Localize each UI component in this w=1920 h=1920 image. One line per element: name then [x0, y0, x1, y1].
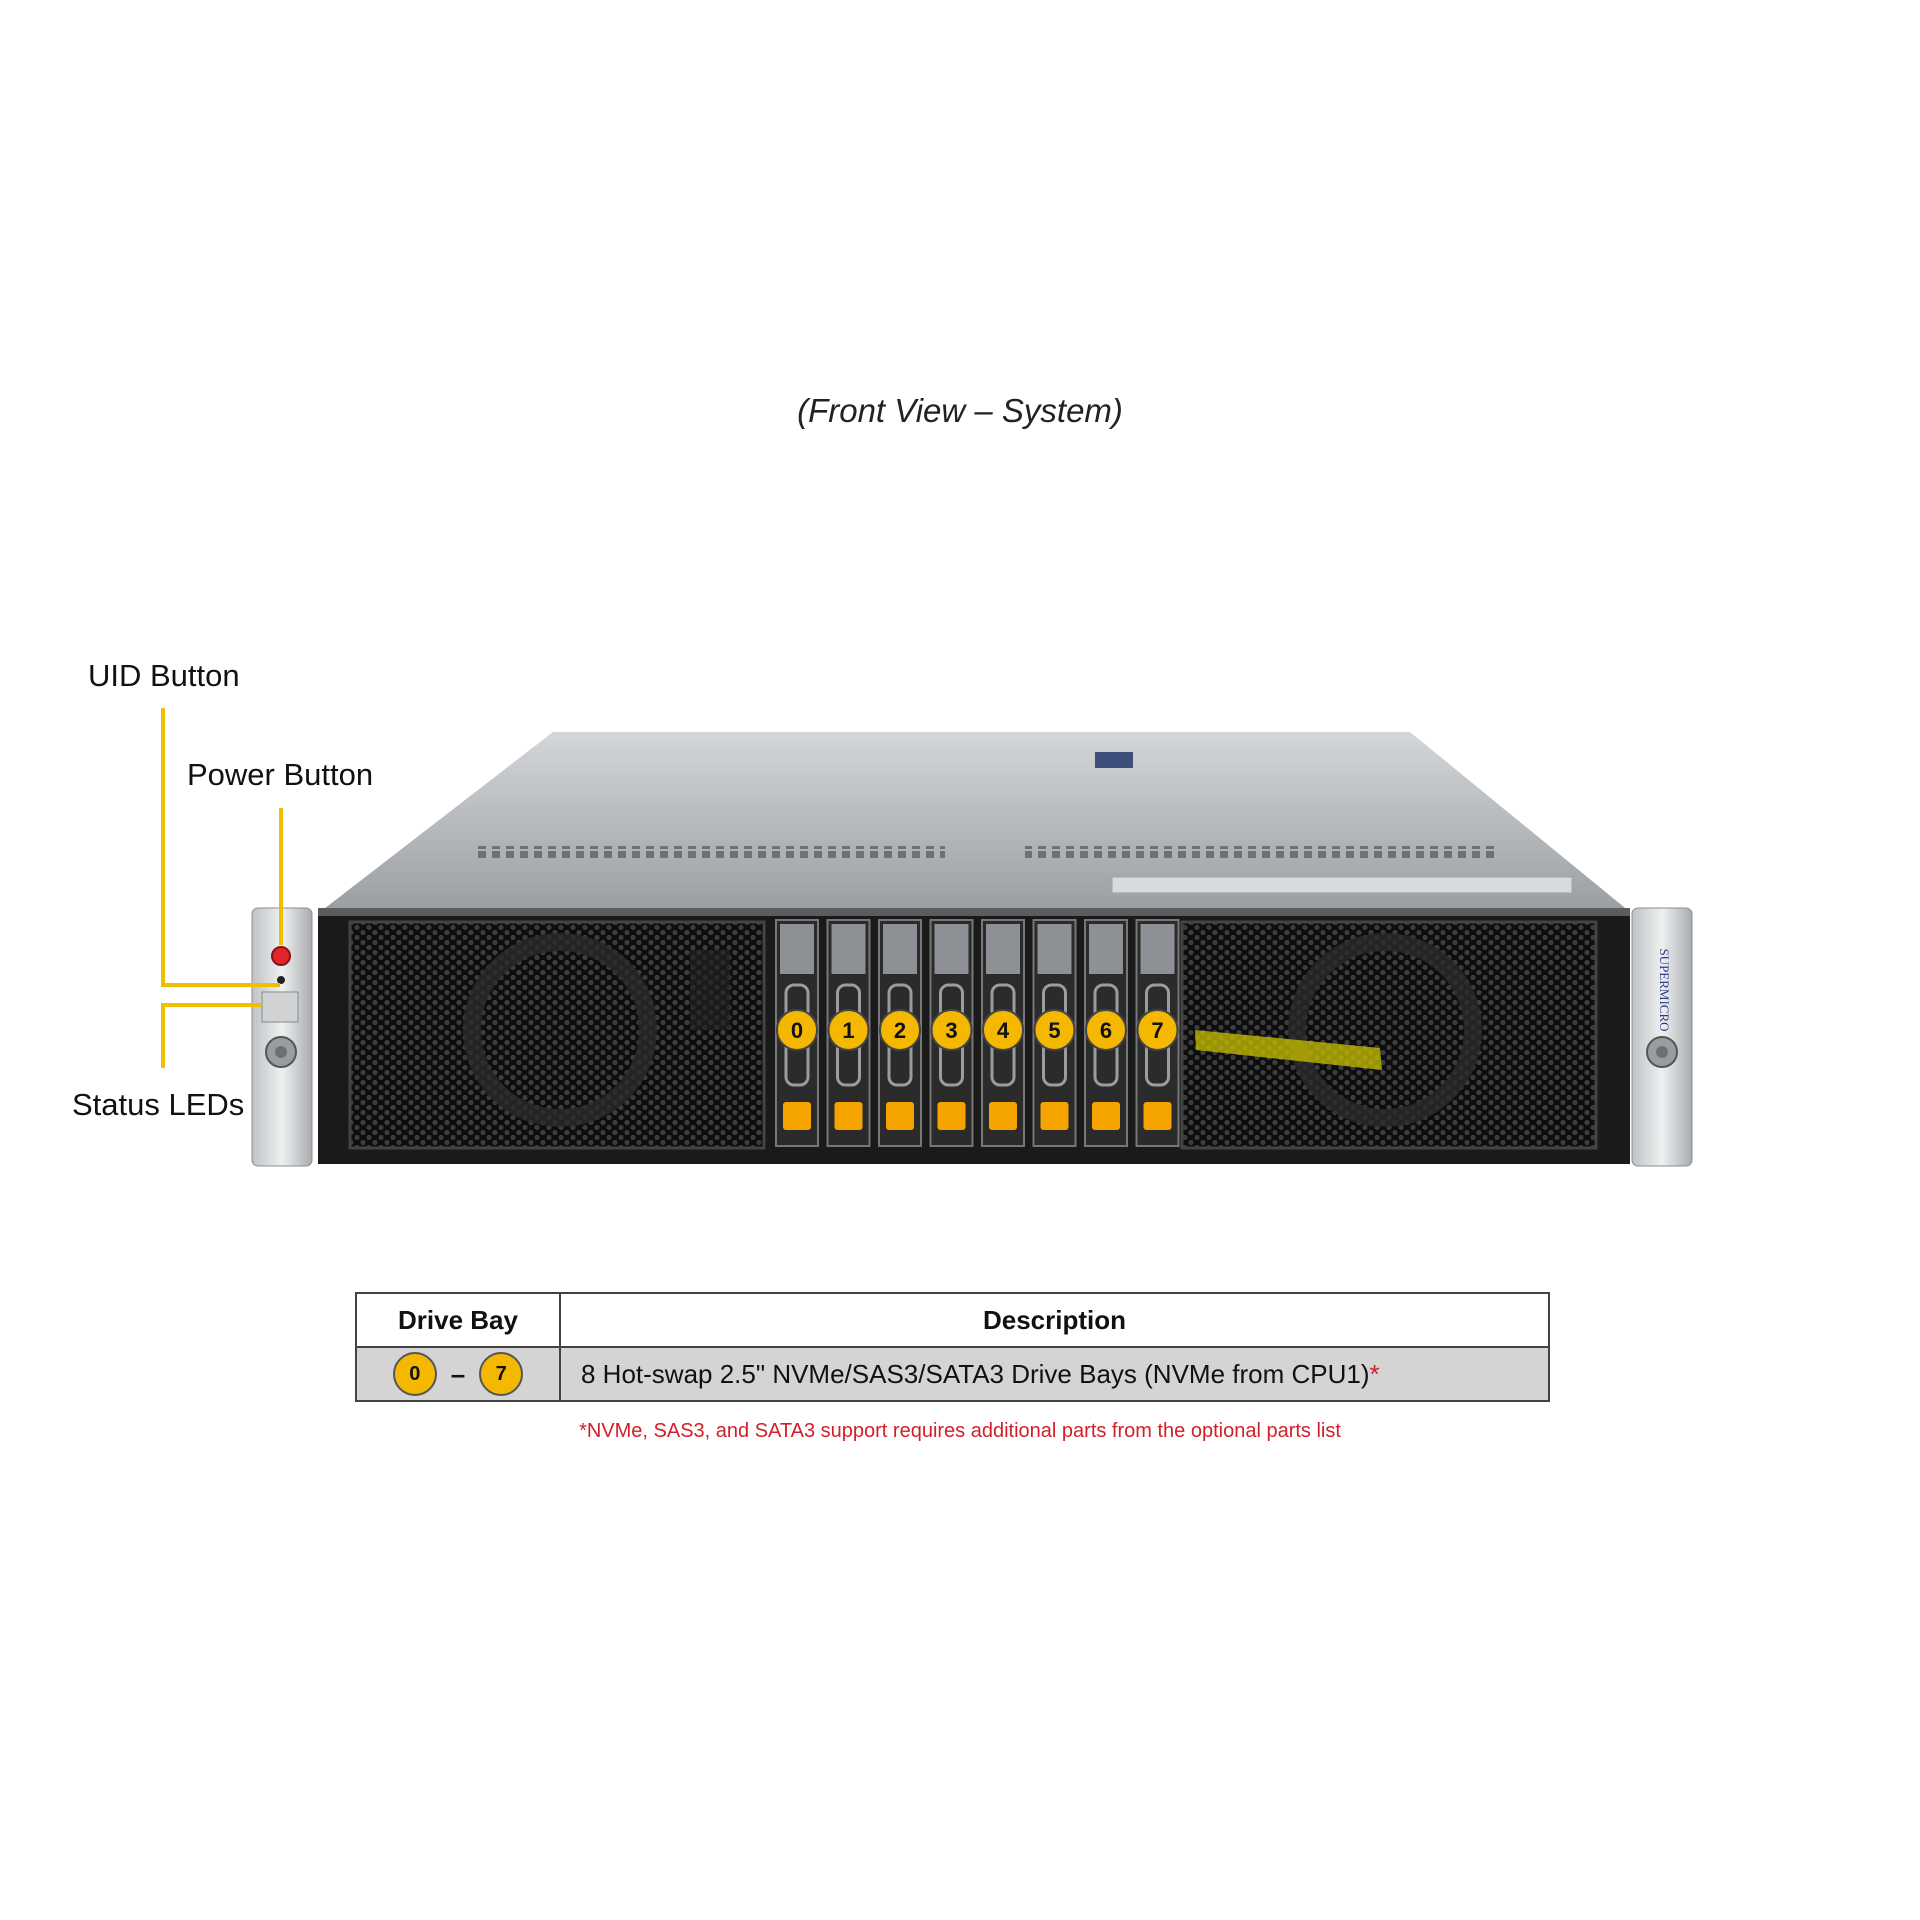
chassis-label — [1095, 752, 1133, 768]
drive-bay-badge — [982, 1009, 1024, 1051]
status-led-panel — [261, 991, 299, 1023]
drive-latch — [783, 1102, 811, 1130]
page-title: (Front View – System) — [797, 392, 1123, 429]
header-description: Description — [559, 1292, 1550, 1348]
drive-latch — [1092, 1102, 1120, 1130]
drive-tray-top — [1037, 924, 1072, 974]
drive-bay-badge — [930, 1009, 973, 1051]
drive-bay-badge — [1085, 1009, 1127, 1051]
uid-callout-line — [161, 708, 280, 987]
description-cell: 8 Hot-swap 2.5" NVMe/SAS3/SATA3 Drive Ba… — [559, 1346, 1550, 1402]
status-callout-line — [161, 1003, 262, 1068]
drive-bay-badge — [1136, 1009, 1179, 1051]
drive-latch — [1040, 1102, 1069, 1130]
drive-bay-2[interactable]: 2 — [878, 919, 922, 1147]
bay-start-badge: 0 — [392, 1352, 437, 1396]
bay-range-cell: 0–7 — [355, 1346, 561, 1402]
drive-bay-badge — [1033, 1009, 1076, 1051]
drive-bay-4[interactable]: 4 — [981, 919, 1025, 1147]
drive-bay-5[interactable]: 5 — [1032, 919, 1077, 1147]
callout-lines — [161, 708, 283, 1068]
chassis-top-cover — [320, 732, 1630, 912]
vent-row-left — [475, 846, 945, 858]
drive-tray-top — [1140, 924, 1175, 974]
drive-latch — [937, 1102, 966, 1130]
chassis-top-label — [1111, 876, 1573, 894]
range-dash: – — [450, 1358, 466, 1389]
uid-button-icon — [277, 976, 285, 984]
footnote: *NVMe, SAS3, and SATA3 support requires … — [579, 1420, 1341, 1442]
power-button-label: Power Button — [187, 757, 374, 792]
drive-tray-top — [883, 924, 917, 974]
power-button-icon — [271, 946, 291, 966]
drive-latch — [886, 1102, 914, 1130]
drive-bay-number: 3 — [945, 1018, 957, 1043]
drive-bay-7[interactable]: 7 — [1135, 919, 1180, 1147]
drive-latch — [834, 1102, 863, 1130]
drive-tray-top — [934, 924, 969, 974]
description-text: 8 Hot-swap 2.5" NVMe/SAS3/SATA3 Drive Ba… — [581, 1358, 1370, 1389]
asterisk: * — [1369, 1358, 1380, 1389]
vent-row-right — [1025, 846, 1495, 858]
drive-bay-number: 4 — [997, 1018, 1010, 1043]
drive-bay-3[interactable]: 3 — [929, 919, 974, 1147]
header-drive-bay: Drive Bay — [355, 1292, 561, 1348]
uid-button-label: UID Button — [88, 658, 240, 693]
drive-bay-group: 0 1 2 3 4 5 6 7 — [775, 919, 1180, 1147]
status-leds-label: Status LEDs — [72, 1087, 245, 1122]
drive-bay-badge — [827, 1009, 870, 1051]
drive-bay-table: Drive Bay Description 0–7 8 Hot-swap 2.5… — [355, 1292, 1550, 1402]
drive-bay-number: 7 — [1151, 1018, 1163, 1043]
drive-bay-badge — [879, 1009, 921, 1051]
drive-bay-badge — [776, 1009, 818, 1051]
bay-end-badge: 7 — [479, 1352, 524, 1396]
drive-tray-top — [780, 924, 814, 974]
drive-latch — [989, 1102, 1017, 1130]
drive-latch — [1143, 1102, 1172, 1130]
supermicro-logo: SUPERMICRO — [1657, 948, 1672, 1031]
drive-bay-1[interactable]: 1 — [826, 919, 871, 1147]
drive-bay-number: 5 — [1048, 1018, 1060, 1043]
drive-bay-number: 6 — [1100, 1018, 1112, 1043]
drive-tray-top — [986, 924, 1020, 974]
drive-tray-top — [1089, 924, 1123, 974]
drive-bay-0[interactable]: 0 — [775, 919, 819, 1147]
drive-tray-top — [831, 924, 866, 974]
drive-bay-number: 2 — [894, 1018, 906, 1043]
drive-bay-number: 0 — [791, 1018, 803, 1043]
table-row: 0–7 8 Hot-swap 2.5" NVMe/SAS3/SATA3 Driv… — [355, 1346, 1550, 1402]
drive-bay-number: 1 — [842, 1018, 854, 1043]
drive-bay-6[interactable]: 6 — [1084, 919, 1128, 1147]
